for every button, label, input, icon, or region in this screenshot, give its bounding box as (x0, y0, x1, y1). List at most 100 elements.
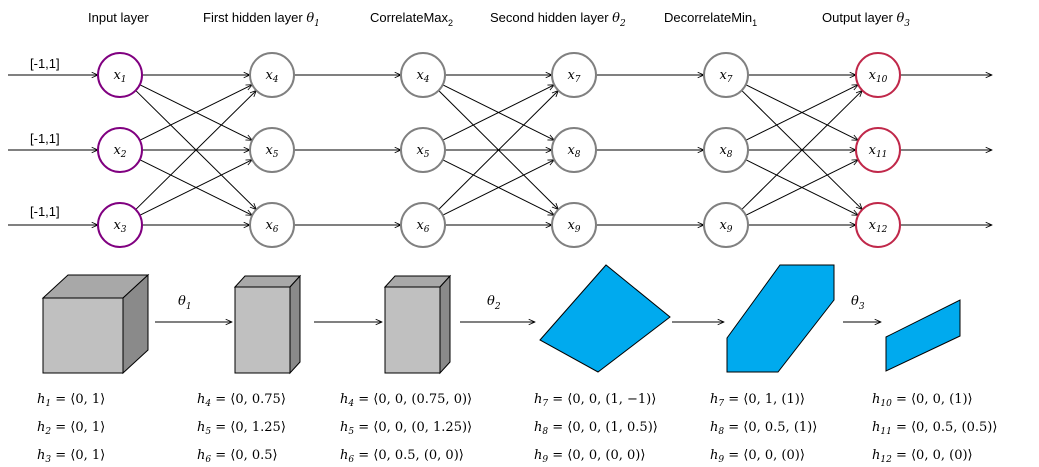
node-output: x11 (855, 127, 901, 173)
node-label: x2 (113, 143, 126, 160)
node-label: x1 (113, 68, 126, 85)
node-hidden2: x7 (551, 52, 597, 98)
node-label: x11 (869, 143, 888, 160)
connection-edge (135, 90, 257, 210)
column-headers: Input layer First hidden layer θ1 Correl… (88, 10, 910, 29)
bound-expression: h4 = ⟨0, 0.75⟩ (197, 392, 286, 409)
node-circle (703, 202, 749, 248)
node-label: x5 (265, 143, 278, 160)
bound-expression: h9 = ⟨0, 0, (0, 0)⟩ (534, 448, 645, 465)
node-circle (400, 127, 446, 173)
transition-label-theta1: θ1 (178, 294, 192, 312)
connection-edge (741, 90, 863, 210)
node-label: x9 (719, 218, 732, 235)
node-circle (703, 52, 749, 98)
nodes: x1 x2 x3 x4 x5 x6 x4 x5 x6 x7 x8 x9 x7 x8 x9 x10 x11 x12 (97, 52, 901, 248)
node-corr: x4 (400, 52, 446, 98)
transition-label-theta2: θ2 (487, 294, 501, 312)
decorrelate-polygon-shape (726, 264, 835, 373)
node-hidden1: x5 (249, 127, 295, 173)
node-decorr: x8 (703, 127, 749, 173)
input-range-label: [-1,1] (30, 56, 60, 71)
node-corr: x6 (400, 202, 446, 248)
bounds-table: h1 = ⟨0, 1⟩ h2 = ⟨0, 1⟩ h3 = ⟨0, 1⟩ h4 = ⟨0… (37, 392, 997, 465)
header-first-hidden-layer: First hidden layer θ1 (203, 10, 320, 29)
node-hidden1: x6 (249, 202, 295, 248)
node-decorr: x9 (703, 202, 749, 248)
bound-expression: h6 = ⟨0, 0.5⟩ (197, 448, 278, 465)
node-label: x6 (416, 218, 429, 235)
connection-edge (139, 85, 253, 141)
bound-expression: h11 = ⟨0, 0.5, (0.5)⟩ (872, 420, 997, 437)
node-label: x6 (265, 218, 278, 235)
node-label: x5 (416, 143, 429, 160)
bound-expression: h1 = ⟨0, 1⟩ (37, 392, 105, 409)
node-label: x3 (113, 218, 126, 235)
node-input: x2 (97, 127, 143, 173)
node-circle (249, 202, 295, 248)
edges (8, 75, 992, 225)
shapes-row: θ1 θ2 θ3 (41, 264, 961, 375)
bound-expression: h9 = ⟨0, 0, (0)⟩ (710, 448, 805, 465)
hidden1-box-shape (233, 274, 302, 375)
input-range-label: [-1,1] (30, 131, 60, 146)
node-input: x1 (97, 52, 143, 98)
node-corr: x5 (400, 127, 446, 173)
node-input: x3 (97, 202, 143, 248)
bound-expression: h5 = ⟨0, 0, (0, 1.25)⟩ (340, 420, 472, 437)
bound-expression: h8 = ⟨0, 0.5, (1)⟩ (710, 420, 817, 437)
header-output-layer: Output layer θ3 (822, 10, 910, 29)
node-output: x12 (855, 202, 901, 248)
node-circle (551, 202, 597, 248)
node-circle (703, 127, 749, 173)
node-label: x8 (567, 143, 580, 160)
bound-expression: h7 = ⟨0, 0, (1, −1)⟩ (534, 392, 656, 409)
input-box-shape (41, 273, 150, 375)
node-circle (855, 52, 901, 98)
node-label: x7 (719, 68, 732, 85)
header-correlate-max: CorrelateMax2 (370, 10, 453, 28)
bound-expression: h7 = ⟨0, 1, (1)⟩ (710, 392, 805, 409)
connection-edge (438, 91, 559, 210)
node-circle (551, 127, 597, 173)
correlate-box-shape (383, 274, 452, 375)
bound-expression: h8 = ⟨0, 0, (1, 0.5)⟩ (534, 420, 658, 437)
node-circle (400, 202, 446, 248)
header-second-hidden-layer: Second hidden layer θ2 (490, 10, 626, 29)
node-circle (97, 127, 143, 173)
connection-edge (745, 85, 859, 141)
connection-edge (442, 85, 555, 141)
bound-expression: h2 = ⟨0, 1⟩ (37, 420, 105, 437)
transition-label-theta3: θ3 (851, 294, 865, 312)
node-hidden1: x4 (249, 52, 295, 98)
output-polygon-shape (885, 299, 961, 372)
bound-expression: h10 = ⟨0, 0, (1)⟩ (872, 392, 973, 409)
node-circle (551, 52, 597, 98)
node-circle (249, 52, 295, 98)
node-circle (400, 52, 446, 98)
input-ranges: [-1,1] [-1,1] [-1,1] (30, 56, 60, 219)
node-circle (97, 202, 143, 248)
header-input-layer: Input layer (88, 10, 149, 25)
input-range-label: [-1,1] (30, 204, 60, 219)
node-hidden2: x8 (551, 127, 597, 173)
node-circle (249, 127, 295, 173)
node-circle (855, 127, 901, 173)
connection-edge (745, 160, 859, 216)
bound-expression: h12 = ⟨0, 0, (0)⟩ (872, 448, 973, 465)
bound-expression: h3 = ⟨0, 1⟩ (37, 448, 105, 465)
connection-edge (139, 160, 253, 216)
node-hidden2: x9 (551, 202, 597, 248)
node-label: x7 (567, 68, 580, 85)
node-circle (97, 52, 143, 98)
connection-edge (442, 160, 555, 216)
header-decorrelate-min: DecorrelateMin1 (664, 10, 757, 28)
node-output: x10 (855, 52, 901, 98)
bound-expression: h5 = ⟨0, 1.25⟩ (197, 420, 286, 437)
node-label: x12 (869, 218, 888, 235)
bound-expression: h4 = ⟨0, 0, (0.75, 0)⟩ (340, 392, 472, 409)
bound-expression: h6 = ⟨0, 0.5, (0, 0)⟩ (340, 448, 464, 465)
node-label: x4 (265, 68, 278, 85)
node-decorr: x7 (703, 52, 749, 98)
